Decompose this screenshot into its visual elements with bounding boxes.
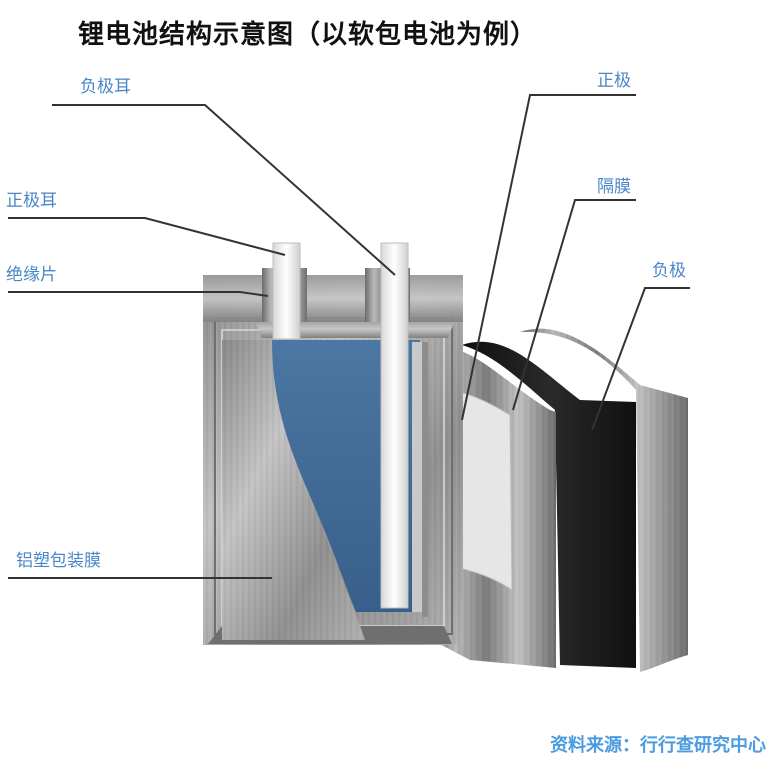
- leader-pos-tab: [8, 217, 286, 256]
- leader-cathode: [461, 94, 636, 421]
- leader-neg-tab: [52, 104, 396, 276]
- pouch-inner-lining: [222, 340, 365, 640]
- label-pouch-film: 铝塑包装膜: [16, 551, 101, 571]
- leader-separator: [512, 199, 636, 411]
- rear-metal-sheet: [520, 328, 688, 672]
- leader-insulator: [8, 291, 269, 297]
- page-title: 锂电池结构示意图（以软包电池为例）: [78, 20, 538, 50]
- leader-anode: [591, 287, 690, 431]
- negative-tab: [380, 242, 409, 609]
- leader-lines: [8, 94, 690, 579]
- label-negative-tab: 负极耳: [80, 77, 131, 97]
- tab-collar: [203, 268, 463, 322]
- label-positive-tab: 正极耳: [6, 191, 57, 211]
- positive-tab: [272, 242, 301, 340]
- anode-sheet: [462, 341, 636, 668]
- label-separator: 隔膜: [597, 177, 631, 197]
- source-credit: 资料来源：行行查研究中心: [550, 735, 766, 756]
- label-cathode: 正极: [597, 71, 631, 91]
- label-insulator: 绝缘片: [6, 265, 57, 285]
- label-anode: 负极: [652, 261, 686, 281]
